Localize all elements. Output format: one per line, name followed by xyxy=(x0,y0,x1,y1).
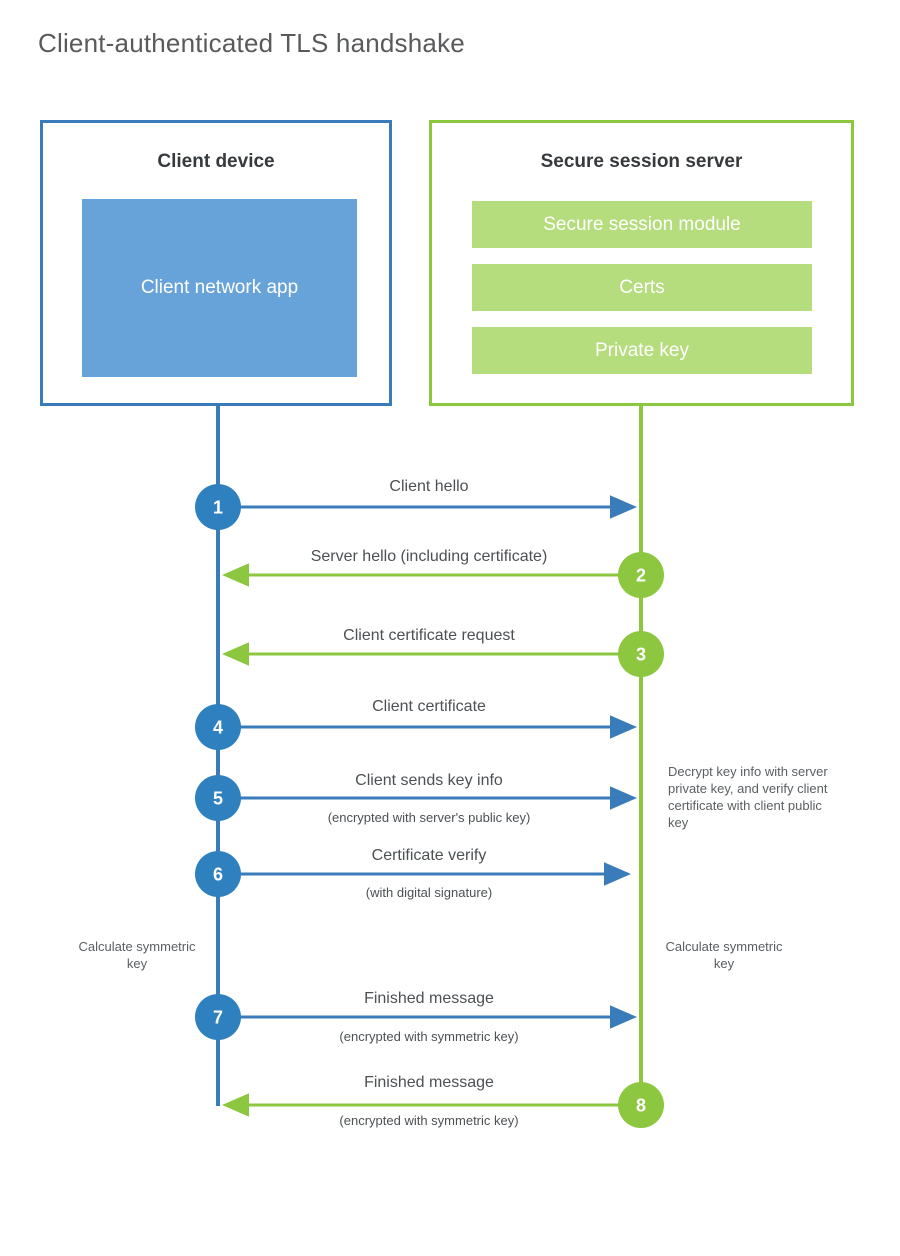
message-label-5: Client sends key info xyxy=(355,772,503,789)
message-sublabel-5: (encrypted with server's public key) xyxy=(327,810,531,825)
secure-session-server-title: Secure session server xyxy=(540,151,743,172)
message-label-1: Client hello xyxy=(389,478,469,495)
server-decrypt-note: Decrypt key info with server private key… xyxy=(668,764,828,830)
secure-session-server-box: Secure session server Secure session mod… xyxy=(429,120,854,406)
step-circle-2 xyxy=(618,552,664,598)
message-label-7: Finished message xyxy=(364,990,494,1007)
client-device-title: Client device xyxy=(157,151,275,172)
server-calculate-symmetric-key-note: Calculate symmetric key xyxy=(665,939,783,971)
server-module-private-key: Private key xyxy=(472,327,812,374)
server-module-secure-session-module: Secure session module xyxy=(472,201,812,248)
server-module-certs: Certs xyxy=(472,264,812,311)
client-calculate-symmetric-key-note: Calculate symmetric key xyxy=(78,939,196,971)
client-device-box: Client device Client network app xyxy=(40,120,392,406)
step-circle-3 xyxy=(618,631,664,677)
step-circle-4 xyxy=(195,704,241,750)
step-circle-5 xyxy=(195,775,241,821)
client-network-app-block: Client network app xyxy=(82,199,357,377)
message-sublabel-6: (with digital signature) xyxy=(365,885,493,900)
step-circle-7 xyxy=(195,994,241,1040)
page-title: Client-authenticated TLS handshake xyxy=(38,28,465,58)
step-circle-6 xyxy=(195,851,241,897)
message-label-6: Certificate verify xyxy=(371,847,487,864)
message-label-3: Client certificate request xyxy=(343,627,515,644)
client-network-app-label: Client network app xyxy=(140,277,299,298)
message-sublabel-8: (encrypted with symmetric key) xyxy=(339,1113,519,1128)
step-circle-1 xyxy=(195,484,241,530)
message-label-2: Server hello (including certificate) xyxy=(310,548,548,565)
step-circle-8 xyxy=(618,1082,664,1128)
message-sublabel-7: (encrypted with symmetric key) xyxy=(339,1029,519,1044)
message-label-8: Finished message xyxy=(364,1074,494,1091)
message-label-4: Client certificate xyxy=(372,698,486,715)
